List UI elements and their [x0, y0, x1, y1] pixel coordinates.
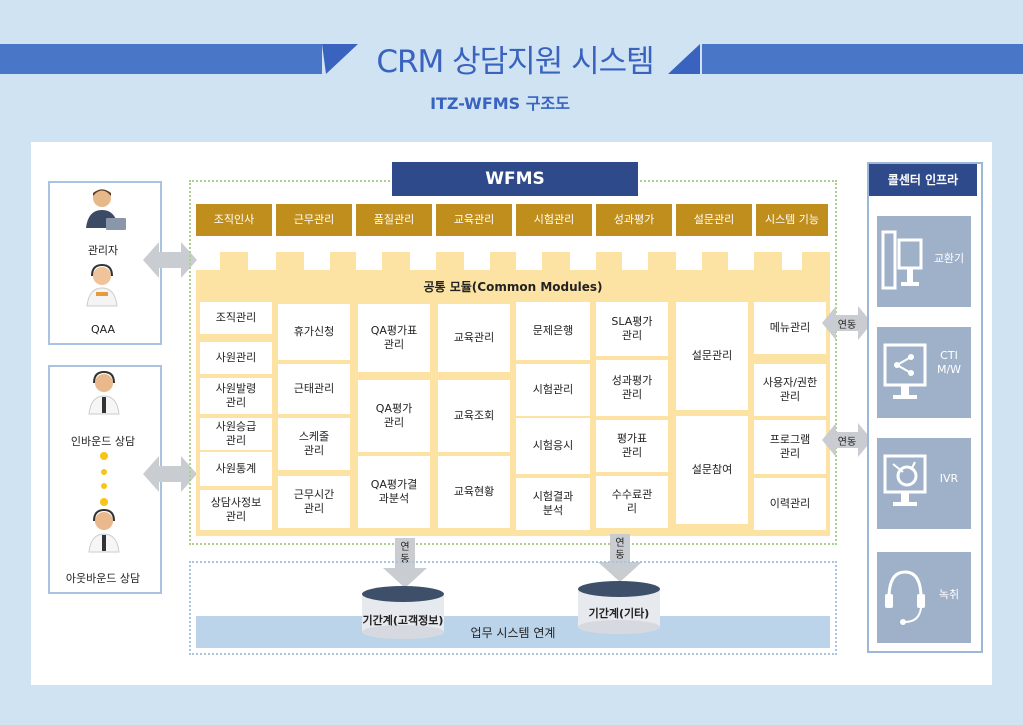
module-cell[interactable]: 설문참여: [676, 416, 748, 524]
module-cell[interactable]: 근태관리: [278, 364, 350, 414]
tab-exam[interactable]: 시험관리: [516, 204, 592, 236]
outbound-agent-icon: [88, 508, 120, 553]
link-label-db1: 연 동: [400, 542, 410, 565]
module-cell[interactable]: 상담사정보 관리: [200, 490, 272, 530]
double-arrow-icon: [822, 306, 872, 340]
infra-item-pbx[interactable]: 교환기: [877, 216, 971, 307]
actor-label-outbound: 아웃바운드 상담: [65, 572, 141, 585]
share-monitor-icon: [883, 343, 927, 399]
wfms-title: WFMS: [392, 162, 638, 196]
header-banner-left: [0, 44, 322, 74]
database-icon: [578, 581, 660, 634]
infra-item-recording[interactable]: 녹취: [877, 552, 971, 643]
actor-label-qaa: QAA: [90, 323, 115, 336]
manager-person-icon: [86, 189, 126, 230]
module-cell[interactable]: 사원발령 관리: [200, 378, 272, 414]
qaa-person-icon: [86, 263, 118, 307]
link-label-cti: 연동: [837, 320, 857, 331]
module-cell[interactable]: 평가표 관리: [596, 420, 668, 472]
module-cell[interactable]: 이력관리: [754, 478, 826, 530]
module-cell[interactable]: 조직관리: [200, 302, 272, 334]
db-other-label: 기간계(기타): [588, 607, 650, 620]
tab-performance[interactable]: 성과평가: [596, 204, 672, 236]
module-cell[interactable]: 메뉴관리: [754, 302, 826, 354]
double-arrow-icon: [143, 456, 197, 492]
tab-education[interactable]: 교육관리: [436, 204, 512, 236]
link-label-ivr: 연동: [837, 437, 857, 448]
tab-work[interactable]: 근무관리: [276, 204, 352, 236]
module-cell[interactable]: 사원관리: [200, 342, 272, 374]
module-cell[interactable]: 사용자/권한 관리: [754, 364, 826, 416]
module-cell[interactable]: 성과평가 관리: [596, 360, 668, 416]
page-subtitle: ITZ-WFMS 구조도: [430, 94, 570, 113]
page-title: CRM 상담지원 시스템: [376, 44, 654, 80]
pbx-icon: [881, 230, 923, 290]
infra-item-ivr[interactable]: IVR: [877, 438, 971, 529]
module-cell[interactable]: 근무시간 관리: [278, 476, 350, 528]
integration-bar: [196, 616, 830, 648]
infra-label-pbx: 교환기: [933, 252, 965, 265]
module-cell[interactable]: 휴가신청: [278, 304, 350, 360]
common-modules-title: 공통 모듈(Common Modules): [423, 280, 603, 294]
common-module-background: [196, 252, 830, 536]
down-arrow-icon: [598, 534, 642, 582]
module-cell[interactable]: QA평가표 관리: [358, 304, 430, 372]
module-cell[interactable]: 시험결과 분석: [516, 478, 590, 530]
actor-label-inbound: 인바운드 상담: [70, 435, 136, 448]
down-arrow-icon: [383, 538, 427, 588]
inbound-agent-icon: [88, 370, 120, 415]
infra-title: 콜센터 인프라: [869, 164, 977, 196]
module-cell[interactable]: 교육관리: [438, 304, 510, 372]
module-cell[interactable]: 사원승급 관리: [200, 418, 272, 450]
header-banner-right: [702, 44, 1023, 74]
connector-dots: [100, 452, 108, 506]
tab-quality[interactable]: 품질관리: [356, 204, 432, 236]
module-cell[interactable]: 문제은행: [516, 302, 590, 360]
infra-item-cti[interactable]: CTI M/W: [877, 327, 971, 418]
module-cell[interactable]: 사원통계: [200, 452, 272, 486]
link-label-db2: 연 동: [615, 538, 625, 561]
tab-org-hr[interactable]: 조직인사: [196, 204, 272, 236]
header-arrow-left-icon: [322, 44, 358, 74]
module-cell[interactable]: 설문관리: [676, 302, 748, 410]
ivr-icon: [883, 454, 927, 506]
double-arrow-icon: [822, 423, 872, 457]
integration-area: [189, 561, 837, 655]
tab-system[interactable]: 시스템 기능: [756, 204, 828, 236]
db-customer-label: 기간계(고객정보): [362, 614, 444, 627]
infra-label-ivr: IVR: [939, 472, 959, 485]
module-cell[interactable]: 시험응시: [516, 418, 590, 474]
infra-label-recording: 녹취: [938, 588, 960, 601]
module-cell[interactable]: 교육현황: [438, 456, 510, 528]
double-arrow-icon: [143, 242, 197, 278]
module-cell[interactable]: 교육조회: [438, 380, 510, 452]
module-cell[interactable]: SLA평가 관리: [596, 302, 668, 356]
module-cell[interactable]: 수수료관 리: [596, 476, 668, 528]
header-arrow-right-icon: [668, 44, 700, 74]
module-cell[interactable]: QA평가 관리: [358, 380, 430, 452]
actor-group-admin: [48, 181, 162, 345]
headset-icon: [885, 570, 925, 625]
integration-bar-label: 업무 시스템 연계: [470, 626, 556, 640]
actor-label-manager: 관리자: [87, 244, 119, 257]
module-cell[interactable]: 시험관리: [516, 364, 590, 416]
infra-label-cti: CTI M/W: [936, 349, 962, 376]
database-icon: [362, 586, 444, 639]
module-cell[interactable]: 프로그램 관리: [754, 420, 826, 474]
module-cell[interactable]: QA평가결 과분석: [358, 456, 430, 528]
tab-survey[interactable]: 설문관리: [676, 204, 752, 236]
module-cell[interactable]: 스케줄 관리: [278, 418, 350, 470]
